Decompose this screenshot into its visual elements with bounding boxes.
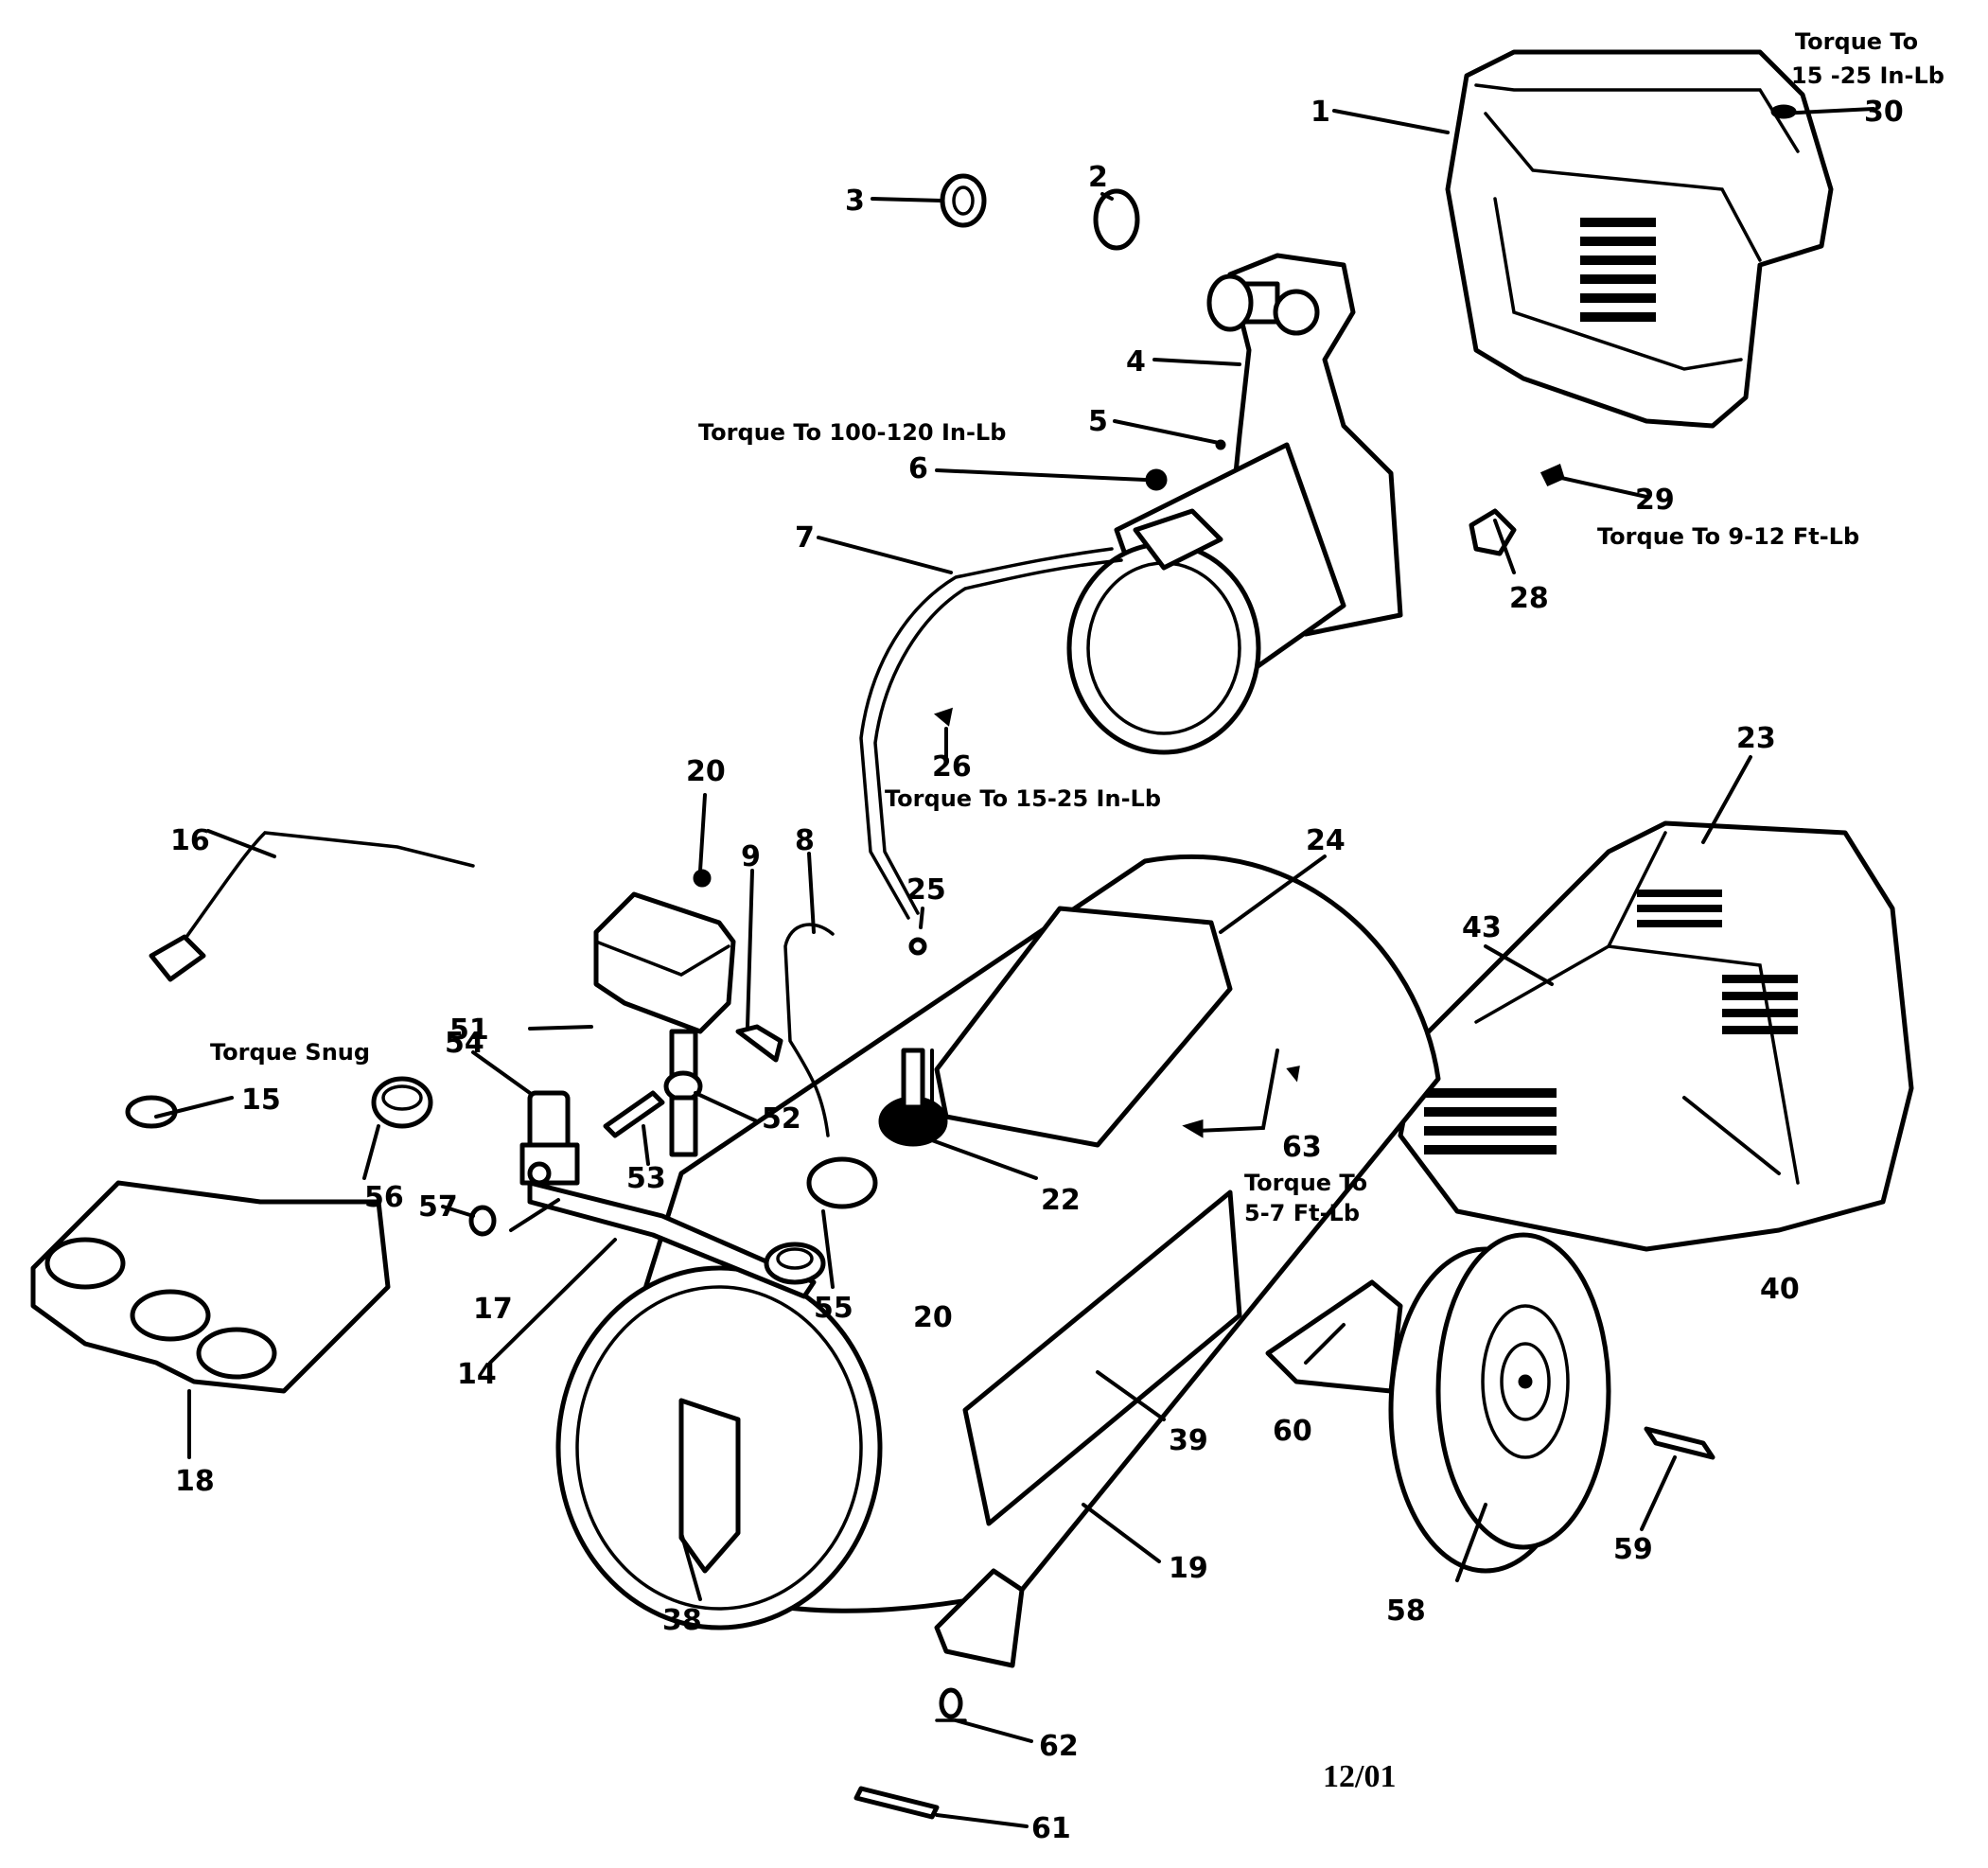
part-39-label [962, 1190, 1242, 1526]
part-56-gauge [371, 1076, 433, 1129]
callout-52: 52 [762, 1102, 801, 1136]
part-38-label [678, 1398, 741, 1574]
callout-7: 7 [795, 521, 815, 555]
torque-note-6: Torque To 100-120 In-Lb [698, 419, 1006, 446]
callout-20a: 20 [686, 755, 726, 788]
shroud-grille [1580, 218, 1656, 322]
callout-62: 62 [1039, 1730, 1079, 1763]
callout-61: 61 [1031, 1812, 1071, 1845]
part-1-shroud [1445, 49, 1834, 429]
part-53-nipple [603, 1090, 665, 1138]
callout-57: 57 [418, 1190, 458, 1224]
torque-note-30-line1: Torque To [1795, 28, 1918, 55]
callout-39: 39 [1169, 1424, 1208, 1457]
part-59-axle-bolt [1644, 1426, 1715, 1460]
callout-4: 4 [1126, 345, 1146, 379]
callout-17: 17 [473, 1293, 513, 1326]
callout-59: 59 [1613, 1533, 1653, 1566]
part-23-43-40-shroud [1398, 820, 1914, 1252]
part-54-regulator [519, 1090, 580, 1186]
front-grille [1424, 1088, 1557, 1154]
callout-9: 9 [741, 840, 761, 873]
callout-40: 40 [1760, 1273, 1800, 1306]
callout-15: 15 [241, 1084, 281, 1117]
part-14-17-manifold [527, 1180, 817, 1299]
part-3-ring [940, 173, 987, 228]
part-16-power-cord [149, 831, 475, 982]
callout-16: 16 [170, 824, 210, 857]
part-61-drain-tube [853, 1786, 940, 1820]
part-20-nut-a [693, 869, 712, 888]
part-51-pressure-switch [593, 891, 736, 1034]
callout-3: 3 [845, 185, 865, 218]
callout-28: 28 [1509, 582, 1549, 615]
top-grille [1637, 890, 1722, 927]
callout-26: 26 [932, 750, 972, 784]
callout-51: 51 [449, 1013, 489, 1047]
part-6-nut [1145, 468, 1168, 491]
torque-note-30-line2: 15 -25 In-Lb [1791, 62, 1944, 89]
callout-60: 60 [1273, 1415, 1312, 1448]
callout-56: 56 [364, 1181, 404, 1214]
part-28-fitting [1469, 508, 1517, 556]
callout-30: 30 [1864, 96, 1904, 129]
callout-8: 8 [795, 824, 815, 857]
callout-5: 5 [1088, 405, 1108, 438]
callout-38: 38 [662, 1604, 702, 1637]
part-2-filter [1093, 188, 1140, 251]
torque-note-63-line1: Torque To [1244, 1170, 1367, 1196]
part-62-drain-valve [935, 1687, 967, 1722]
side-grille [1722, 975, 1798, 1034]
part-22-check-valve [878, 1048, 948, 1147]
callout-1: 1 [1311, 96, 1330, 129]
date-code: 12/01 [1323, 1759, 1396, 1794]
callout-2: 2 [1088, 161, 1108, 194]
leader-lines [154, 107, 1875, 1828]
callout-19: 19 [1169, 1552, 1208, 1585]
callout-55: 55 [814, 1292, 853, 1325]
part-26-screw [933, 707, 953, 727]
part-25-grommet [908, 937, 927, 956]
callout-labels: 1 2 3 4 5 6 7 8 9 14 15 16 17 18 19 20 2… [170, 96, 1904, 1845]
callout-58: 58 [1386, 1595, 1426, 1628]
callout-29: 29 [1635, 484, 1675, 517]
torque-note-15: Torque Snug [210, 1039, 370, 1066]
part-58-wheel [1388, 1232, 1611, 1574]
callout-22: 22 [1041, 1184, 1081, 1217]
callout-23: 23 [1736, 722, 1776, 755]
callout-6: 6 [908, 452, 928, 485]
callout-43: 43 [1462, 911, 1502, 944]
callout-25: 25 [906, 873, 946, 907]
front-foot-bracket [934, 1568, 1025, 1668]
callout-20b: 20 [913, 1301, 953, 1334]
part-55-tank-gauge [764, 1242, 826, 1285]
part-52-fitting [663, 1029, 703, 1157]
callout-18: 18 [175, 1465, 215, 1498]
callout-53: 53 [626, 1162, 666, 1195]
part-29-bolt [1539, 463, 1565, 486]
part-57-plug [468, 1205, 497, 1237]
callout-63: 63 [1282, 1131, 1322, 1164]
torque-note-63-line2: 5-7 Ft-Lb [1244, 1200, 1360, 1226]
torque-notes: Torque To 15 -25 In-Lb Torque To 100-120… [210, 28, 1944, 1226]
callout-14: 14 [457, 1358, 497, 1391]
part-18-base-pad [30, 1180, 391, 1394]
torque-note-26: Torque To 15-25 In-Lb [885, 785, 1161, 812]
part-7-outlet-tube [859, 547, 1114, 920]
torque-note-29: Torque To 9-12 Ft-Lb [1597, 523, 1859, 550]
callout-54: 54 [445, 1027, 484, 1060]
part-9-valve [735, 1024, 783, 1063]
part-4-pump-motor [1066, 253, 1403, 755]
callout-24: 24 [1306, 824, 1346, 857]
part-20-nut-b [806, 1156, 878, 1209]
